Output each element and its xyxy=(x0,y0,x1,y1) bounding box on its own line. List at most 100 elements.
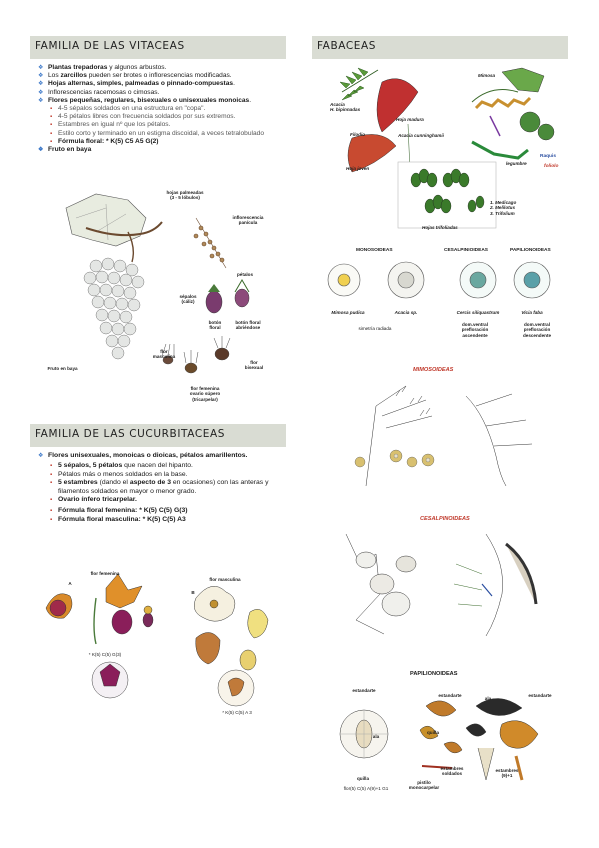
vitaceas-sub-bullet: Estambres en igual nº que los pétalos. xyxy=(48,121,282,129)
text-part: y algunos arbustos. xyxy=(107,64,167,71)
vitaceas-title: FAMILIA DE LAS VITACEAS xyxy=(35,40,185,52)
label-genera: 1. Medicago 2. Melilotus 3. Trifolium xyxy=(490,200,540,216)
fabaceas-title: FABACEAS xyxy=(317,40,377,52)
label-hoja-joven: Hoja joven xyxy=(346,166,370,171)
text-part: Plantas trepadoras xyxy=(48,64,108,71)
text-part: aspecto de 3 xyxy=(129,479,171,487)
vitaceas-formula: Fórmula floral: * K(5) C5 A5 G(2) xyxy=(48,138,282,146)
label-dom-desc: dom.ventral prefloración descendente xyxy=(522,322,552,338)
cucurbitaceas-sub-bullet: Ovario ínfero tricarpelar. xyxy=(48,496,282,505)
label-estandarte-3: estandarte xyxy=(528,693,552,698)
text-part: Ovario ínfero tricarpelar. xyxy=(58,496,137,504)
label-inflorescence: inflorescencia panícula xyxy=(232,215,264,226)
text-part: pueden ser brotes o inflorescencias modi… xyxy=(86,72,232,80)
heading-papilionoideas: PAPILIONOIDEAS xyxy=(510,248,551,253)
genus-2: 2. Melilotus xyxy=(490,205,516,211)
text-part: en ocasiones) con las anteras y filament… xyxy=(58,479,269,495)
label-female: flor femenina xyxy=(90,571,120,576)
label-petals: pétalos xyxy=(236,272,254,277)
label-hoja-trifoliada: Hojas trifoliadas xyxy=(422,225,458,230)
label-berry-fruit: Fruto en baya xyxy=(47,366,78,371)
label-female-flower: flor femenina ovario súpero (tricarpelar… xyxy=(189,386,221,402)
cucurbit-illustration xyxy=(36,568,286,718)
label-estandarte: estandarte xyxy=(352,688,376,693)
cesalpinoideas-illustration xyxy=(336,524,566,644)
genus-3: 3. Trifolium xyxy=(490,210,515,216)
cucurbitaceas-bullets: Flores unisexuales, monoicas o dioicas, … xyxy=(37,452,282,525)
label-foliolo: foliolo xyxy=(544,164,559,169)
cucurbitaceas-sub-bullet: Fórmula floral masculina: * K(5) C(5) A3 xyxy=(48,515,282,525)
label-hoja-madura: Hoja madura xyxy=(396,117,424,122)
text-part: Fórmula floral femenina: * K(5) C(5) G(3… xyxy=(58,507,188,515)
label-dom-asc: dom.ventral prefloración ascendente xyxy=(461,322,489,338)
label-formula-female: * K(5) C(5) G(3) xyxy=(88,652,122,657)
heading-cesalpinoideas: CESALPINOIDEAS xyxy=(420,516,470,522)
label-formula-male: * K(5) C(5) A 3 xyxy=(222,710,252,715)
label-ala: ala xyxy=(484,696,492,701)
label-male-flower: flor masculina xyxy=(152,349,176,360)
label-pistilo: pistilo monocarpelar xyxy=(408,780,440,791)
label-bisexual-flower: flor bisexual xyxy=(244,360,264,371)
label-ala-2: ala xyxy=(372,734,380,739)
vitaceas-bullet: Hojas alternas, simples, palmeadas o pin… xyxy=(37,80,282,88)
cucurbitaceas-title: FAMILIA DE LAS CUCURBITACEAS xyxy=(35,428,226,440)
vitaceas-bullet: Inflorescencias racemosas o cimosas. xyxy=(37,89,282,97)
mimosoideas-illustration xyxy=(336,376,566,494)
floral-diagrams xyxy=(326,256,566,306)
label-floral-button: botón floral xyxy=(208,320,222,331)
label-simetria: simetría radiada xyxy=(358,326,392,331)
fabaceas-leaves-illustration xyxy=(322,62,568,232)
text-part: que nacen del hipanto. xyxy=(122,462,193,470)
vitaceas-bullets: Plantas trepadoras y algunos arbustos.Lo… xyxy=(37,64,282,154)
label-legumbre: legumbre xyxy=(506,161,527,166)
vitaceas-list: Plantas trepadoras y algunos arbustos.Lo… xyxy=(37,64,282,154)
heading-cesalpinioideas: CESALPINIOIDEAS xyxy=(444,248,488,253)
label-quilla: quilla xyxy=(427,730,439,735)
label-formula-pap: flor(5) C(5) A(9)+1 G1 xyxy=(343,786,389,791)
vitaceas-sub-bullet: 4-5 pétalos libres con frecuencia soldad… xyxy=(48,113,282,121)
label-estandarte-2: estandarte xyxy=(438,693,462,698)
cucurbitaceas-sub-list: 5 sépalos, 5 pétalos que nacen del hipan… xyxy=(48,462,282,524)
text-part: zarcillos xyxy=(60,72,87,80)
label-male: flor masculina xyxy=(209,577,241,582)
grape-illustration xyxy=(36,188,286,410)
label-mimosa-pudica: Mimosa pudica xyxy=(331,310,365,315)
cucurbitaceas-sub-bullet: Fórmula floral femenina: * K(5) C(5) G(3… xyxy=(48,507,282,516)
text-part: Inflorescencias racemosas o cimosas. xyxy=(48,88,160,96)
cucurbitaceas-header: FAMILIA DE LAS CUCURBITACEAS xyxy=(30,424,286,447)
text-part: Los xyxy=(48,72,61,80)
label-acacia-cunn: Acacia cunninghamii xyxy=(398,133,444,138)
text-part: Fórmula floral masculina: * K(5) C(5) A3 xyxy=(58,515,186,523)
cucurbitaceas-sub-bullet: 5 sépalos, 5 pétalos que nacen del hipan… xyxy=(48,462,282,471)
cucurbitaceas-sub-bullet: Pétalos más o menos soldados en la base. xyxy=(48,471,282,480)
label-cercis: Cercis siliquastrum xyxy=(456,310,500,315)
vitaceas-header: FAMILIA DE LAS VITACEAS xyxy=(30,36,286,59)
label-vainilla: estambres soldados xyxy=(440,766,464,777)
vitaceas-sub-bullet: 4-5 sépalos soldados en una estructura e… xyxy=(48,105,282,113)
label-filodio: Filodio xyxy=(350,132,366,137)
label-quilla-2: quilla xyxy=(357,776,369,781)
label-button-open: botón floral abriéndose xyxy=(235,320,261,331)
heading-monosoideas: MONOSOIDEAS xyxy=(356,248,393,253)
genus-1: 1. Medicago xyxy=(490,200,517,205)
label-vicia: Vicia faba xyxy=(521,310,543,315)
text-part: 5 estambres xyxy=(58,479,98,487)
vitaceas-bullet: Plantas trepadoras y algunos arbustos. xyxy=(37,64,282,72)
label-a: A xyxy=(68,581,72,586)
label-sepals: sépalos (cáliz) xyxy=(179,294,197,305)
vitaceas-fruit: Fruto en baya xyxy=(37,146,282,154)
text-part: 5 sépalos, 5 pétalos xyxy=(58,462,123,470)
text-part: . xyxy=(233,80,235,88)
text-part: Hojas alternas, simples, palmeadas o pin… xyxy=(48,80,234,88)
vitaceas-sub-bullet: Estilo corto y terminado en un estigma d… xyxy=(48,130,282,138)
papilionoideas-illustration xyxy=(326,684,566,794)
heading-papilionoideas-2: PAPILIONOIDEAS xyxy=(410,671,458,677)
text-part: (dando el xyxy=(97,479,130,487)
label-raquis: Raquis xyxy=(540,154,556,159)
vitaceas-bullet: Flores pequeñas, regulares, bisexuales o… xyxy=(37,97,282,146)
heading-mimosoideas: MIMOSOIDEAS xyxy=(413,367,454,373)
label-leaves: hojas palmeadas (3 - 5 lóbulos) xyxy=(166,190,204,201)
text-part: . xyxy=(249,96,252,104)
label-acacia: Acacia H. bipinnadas xyxy=(330,102,361,113)
label-estambres: estambres (9)+1 xyxy=(495,768,519,779)
